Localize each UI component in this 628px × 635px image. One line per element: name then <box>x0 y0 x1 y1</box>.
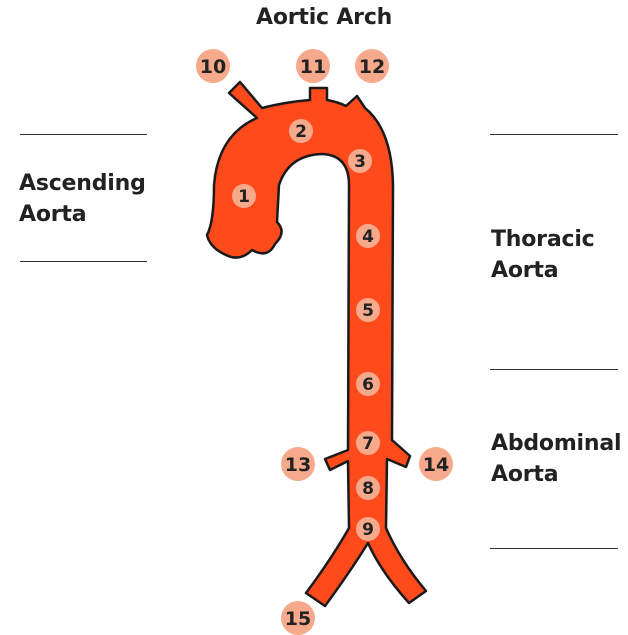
number-marker-7: 7 <box>356 431 380 455</box>
number-marker-9: 9 <box>356 517 380 541</box>
thoracic-top-line <box>490 134 618 135</box>
marker-number: 9 <box>362 520 374 540</box>
abdominal-aorta-label: Abdominal Aorta <box>491 428 621 490</box>
diagram-title: Aortic Arch <box>256 2 392 33</box>
marker-number: 14 <box>423 454 449 476</box>
marker-number: 5 <box>362 301 374 321</box>
number-marker-3: 3 <box>348 149 372 173</box>
marker-number: 7 <box>362 434 374 454</box>
abdominal-label-line-1: Abdominal <box>491 428 621 459</box>
abdominal-label-line-2: Aorta <box>491 459 621 490</box>
marker-number: 10 <box>200 56 226 78</box>
marker-number: 2 <box>295 122 307 142</box>
aorta-vessel <box>207 82 426 606</box>
number-marker-15: 15 <box>281 601 315 635</box>
thoracic-label-line-1: Thoracic <box>491 224 595 255</box>
marker-number: 4 <box>362 227 374 247</box>
marker-number: 6 <box>362 375 374 395</box>
marker-number: 12 <box>359 56 385 78</box>
number-marker-4: 4 <box>356 224 380 248</box>
number-marker-13: 13 <box>281 447 315 481</box>
number-marker-12: 12 <box>355 49 389 83</box>
ascending-aorta-label: Ascending Aorta <box>19 168 146 230</box>
thoracic-aorta-label: Thoracic Aorta <box>491 224 595 286</box>
marker-number: 13 <box>285 454 311 476</box>
number-marker-6: 6 <box>356 372 380 396</box>
title-text: Aortic Arch <box>256 2 392 33</box>
marker-number: 8 <box>362 479 374 499</box>
number-marker-2: 2 <box>289 119 313 143</box>
number-marker-10: 10 <box>196 49 230 83</box>
number-marker-1: 1 <box>232 184 256 208</box>
thoracic-bottom-line <box>490 369 618 370</box>
ascending-top-line <box>20 134 147 135</box>
marker-number: 15 <box>285 608 311 630</box>
marker-number: 3 <box>354 152 366 172</box>
number-marker-5: 5 <box>356 298 380 322</box>
marker-number: 11 <box>300 56 326 78</box>
ascending-label-line-1: Ascending <box>19 168 146 199</box>
aorta-vessel-shape <box>207 82 426 606</box>
ascending-bottom-line <box>20 261 147 262</box>
number-marker-8: 8 <box>356 476 380 500</box>
marker-number: 1 <box>238 187 250 207</box>
ascending-label-line-2: Aorta <box>19 199 146 230</box>
number-marker-14: 14 <box>419 447 453 481</box>
thoracic-label-line-2: Aorta <box>491 255 595 286</box>
abdominal-bottom-line <box>490 548 618 549</box>
number-marker-11: 11 <box>296 49 330 83</box>
